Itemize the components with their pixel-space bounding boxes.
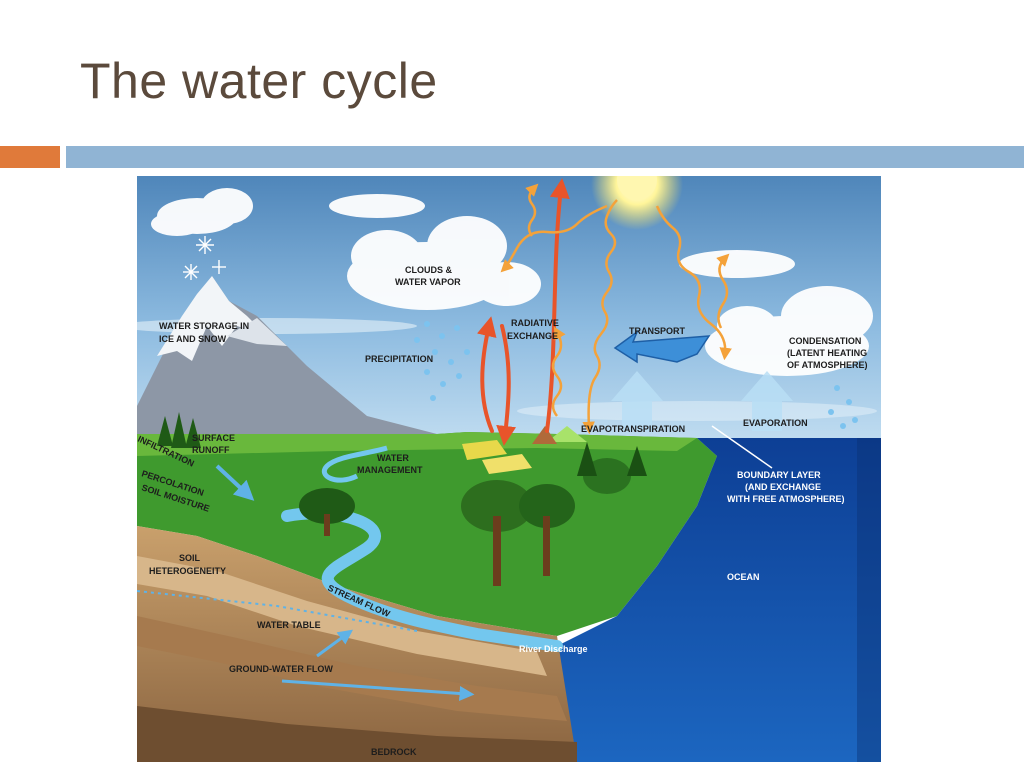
cloud-center — [329, 194, 541, 310]
land-surface — [137, 432, 717, 636]
label-and-exchange: (AND EXCHANGE — [745, 482, 821, 492]
precipitation-drops — [414, 321, 470, 401]
cloud-right — [679, 250, 873, 376]
label-boundary-layer: BOUNDARY LAYER — [737, 470, 821, 480]
label-condensation: CONDENSATION — [789, 336, 861, 346]
label-exchange: EXCHANGE — [507, 331, 558, 341]
label-water-storage: WATER STORAGE IN — [159, 321, 249, 331]
label-surface: SURFACE — [192, 433, 235, 443]
label-water-vapor: WATER VAPOR — [395, 277, 461, 287]
label-groundwater-flow: GROUND-WATER FLOW — [229, 664, 333, 674]
evapotranspiration-arrow — [611, 371, 663, 431]
label-water-table: WATER TABLE — [257, 620, 321, 630]
label-water: WATER — [377, 453, 409, 463]
label-runoff: RUNOFF — [192, 445, 230, 455]
snowflake-icon — [183, 236, 226, 280]
title-rule-accent — [0, 146, 60, 168]
label-soil: SOIL — [179, 553, 201, 563]
label-latent-heating: (LATENT HEATING — [787, 348, 867, 358]
condensation-drops — [828, 385, 858, 429]
label-of-atmosphere: OF ATMOSPHERE) — [787, 360, 868, 370]
label-free-atmosphere: WITH FREE ATMOSPHERE) — [727, 494, 845, 504]
title-rule-bar — [66, 146, 1024, 168]
label-bedrock: BEDROCK — [371, 747, 417, 757]
sunlight-wavy-arrows — [500, 183, 732, 435]
label-transport: TRANSPORT — [629, 326, 686, 336]
label-management: MANAGEMENT — [357, 465, 423, 475]
label-evaporation: EVAPORATION — [743, 418, 808, 428]
forest — [157, 412, 647, 586]
stream-flow — [281, 507, 563, 652]
label-ocean: OCEAN — [727, 572, 760, 582]
radiative-exchange-arrows — [476, 178, 570, 446]
label-radiative: RADIATIVE — [511, 318, 559, 328]
label-evapotranspiration: EVAPOTRANSPIRATION — [581, 424, 685, 434]
label-precipitation: PRECIPITATION — [365, 354, 433, 364]
ocean — [557, 438, 881, 762]
groundwater-flow-arrow — [281, 679, 475, 701]
boundary-layer-pointer — [711, 425, 773, 469]
farm-fields — [462, 426, 587, 474]
cloud-top-left — [151, 188, 253, 236]
label-river-discharge: River Discharge — [519, 644, 588, 654]
label-heterogeneity: HETEROGENEITY — [149, 566, 226, 576]
label-clouds: CLOUDS & — [405, 265, 453, 275]
transport-arrow — [613, 329, 711, 364]
infiltration-arrow — [215, 464, 255, 501]
evaporation-arrow — [741, 371, 793, 431]
label-ice-snow: ICE AND SNOW — [159, 334, 227, 344]
slide-title: The water cycle — [80, 53, 438, 109]
sun — [591, 176, 683, 230]
water-cycle-diagram: CLOUDS & WATER VAPOR WATER STORAGE IN IC… — [137, 176, 881, 762]
